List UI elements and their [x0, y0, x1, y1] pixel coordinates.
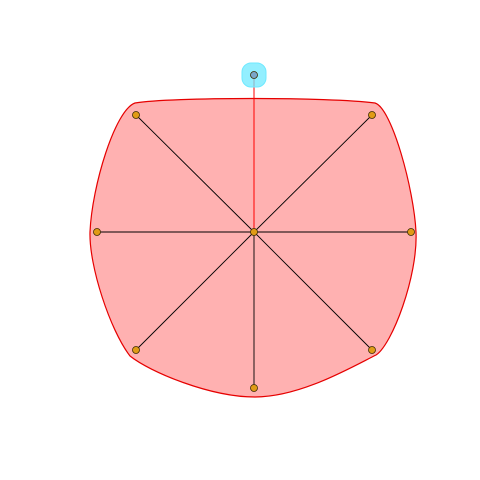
vertex-handle-ne[interactable] — [368, 111, 376, 119]
vertex-handle-s[interactable] — [250, 384, 258, 392]
vertex-handle-sw[interactable] — [132, 346, 140, 354]
spoke-se — [253, 231, 373, 351]
vertex-handle-center[interactable] — [250, 228, 258, 236]
vertex-handle-nw[interactable] — [132, 111, 140, 119]
spoke-ne — [253, 114, 373, 233]
vertex-handle-e[interactable] — [407, 228, 415, 236]
vertex-handles[interactable] — [93, 111, 415, 392]
vertex-handle-w[interactable] — [93, 228, 101, 236]
rotation-handle[interactable] — [241, 62, 267, 88]
radial-spokes — [97, 114, 411, 388]
rotation-handle-dot[interactable] — [250, 71, 258, 79]
vertex-handle-se[interactable] — [368, 346, 376, 354]
spoke-sw — [135, 231, 255, 351]
spoke-nw — [135, 114, 255, 233]
selected-blob-shape[interactable] — [89, 97, 417, 398]
